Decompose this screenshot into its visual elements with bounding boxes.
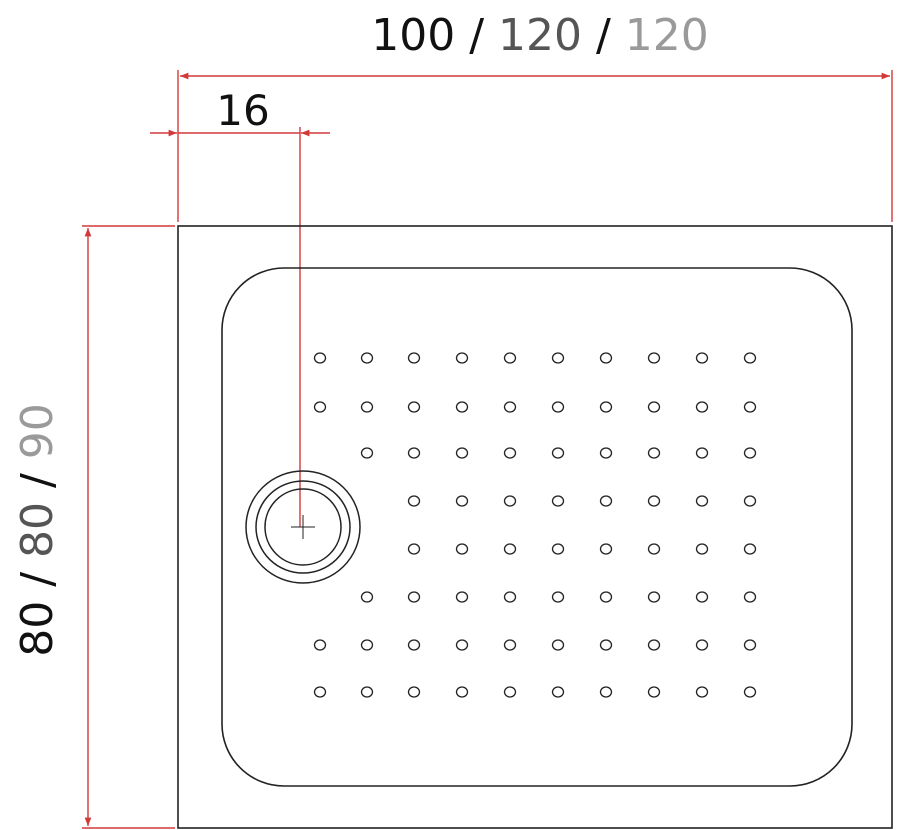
anti-slip-dot — [551, 686, 565, 698]
anti-slip-dot — [743, 591, 757, 603]
anti-slip-dot — [455, 447, 469, 459]
anti-slip-dot — [360, 639, 374, 651]
anti-slip-dot — [551, 639, 565, 651]
anti-slip-dot — [743, 447, 757, 459]
anti-slip-dot — [551, 591, 565, 603]
anti-slip-dot — [503, 591, 517, 603]
anti-slip-dot — [551, 401, 565, 413]
anti-slip-dot — [599, 495, 613, 507]
anti-slip-dot — [695, 495, 709, 507]
anti-slip-dot — [551, 352, 565, 364]
anti-slip-dot — [647, 447, 661, 459]
anti-slip-dot — [407, 495, 421, 507]
anti-slip-dot — [360, 447, 374, 459]
anti-slip-dot — [695, 352, 709, 364]
anti-slip-dot — [647, 686, 661, 698]
anti-slip-dot — [313, 401, 327, 413]
anti-slip-dot — [455, 639, 469, 651]
anti-slip-dot — [743, 352, 757, 364]
drain-ring-outer — [245, 470, 361, 584]
anti-slip-dot — [743, 401, 757, 413]
anti-slip-dot — [647, 639, 661, 651]
anti-slip-dot — [599, 401, 613, 413]
anti-slip-dot — [313, 639, 327, 651]
anti-slip-dot — [407, 591, 421, 603]
anti-slip-dot — [743, 495, 757, 507]
anti-slip-dot — [503, 639, 517, 651]
anti-slip-dot — [599, 352, 613, 364]
anti-slip-dot — [743, 686, 757, 698]
anti-slip-dot — [647, 543, 661, 555]
anti-slip-dot — [407, 352, 421, 364]
anti-slip-dot — [455, 495, 469, 507]
anti-slip-dot — [695, 447, 709, 459]
anti-slip-dot — [503, 495, 517, 507]
width-dimension-label: 100 / 120 / 120 — [371, 10, 709, 61]
anti-slip-dot — [551, 495, 565, 507]
drain-ring-inner — [264, 488, 342, 566]
anti-slip-dot — [695, 543, 709, 555]
anti-slip-dot — [695, 591, 709, 603]
dimension-lines — [82, 70, 893, 829]
anti-slip-dot — [647, 352, 661, 364]
anti-slip-dot — [647, 591, 661, 603]
anti-slip-dot — [647, 401, 661, 413]
anti-slip-dot — [743, 639, 757, 651]
anti-slip-dot — [599, 686, 613, 698]
drain-offset-label: 16 — [216, 86, 269, 135]
anti-slip-dot — [407, 401, 421, 413]
anti-slip-dot — [503, 352, 517, 364]
anti-slip-dot — [503, 686, 517, 698]
drain — [245, 470, 361, 584]
anti-slip-dot — [455, 401, 469, 413]
anti-slip-dot — [599, 639, 613, 651]
anti-slip-dot — [695, 401, 709, 413]
anti-slip-dot — [599, 543, 613, 555]
anti-slip-dot — [647, 495, 661, 507]
anti-slip-dot — [407, 639, 421, 651]
anti-slip-dot — [360, 591, 374, 603]
anti-slip-dot — [455, 591, 469, 603]
anti-slip-dot — [360, 401, 374, 413]
drain-ring-middle — [255, 480, 351, 574]
anti-slip-dot — [599, 447, 613, 459]
anti-slip-dot — [599, 591, 613, 603]
anti-slip-dot-grid — [313, 352, 757, 698]
anti-slip-dot — [695, 686, 709, 698]
anti-slip-dot — [360, 352, 374, 364]
anti-slip-dot — [313, 352, 327, 364]
anti-slip-dot — [695, 639, 709, 651]
anti-slip-dot — [455, 543, 469, 555]
tray-inner-basin — [221, 267, 853, 787]
anti-slip-dot — [743, 543, 757, 555]
anti-slip-dot — [503, 447, 517, 459]
anti-slip-dot — [551, 447, 565, 459]
anti-slip-dot — [313, 686, 327, 698]
anti-slip-dot — [455, 352, 469, 364]
depth-dimension-label: 80 / 80 / 90 — [12, 403, 63, 657]
anti-slip-dot — [360, 686, 374, 698]
anti-slip-dot — [407, 447, 421, 459]
anti-slip-dot — [503, 543, 517, 555]
anti-slip-dot — [503, 401, 517, 413]
anti-slip-dot — [551, 543, 565, 555]
tray-outer-edge — [177, 225, 893, 829]
anti-slip-dot — [455, 686, 469, 698]
anti-slip-dot — [407, 543, 421, 555]
anti-slip-dot — [407, 686, 421, 698]
